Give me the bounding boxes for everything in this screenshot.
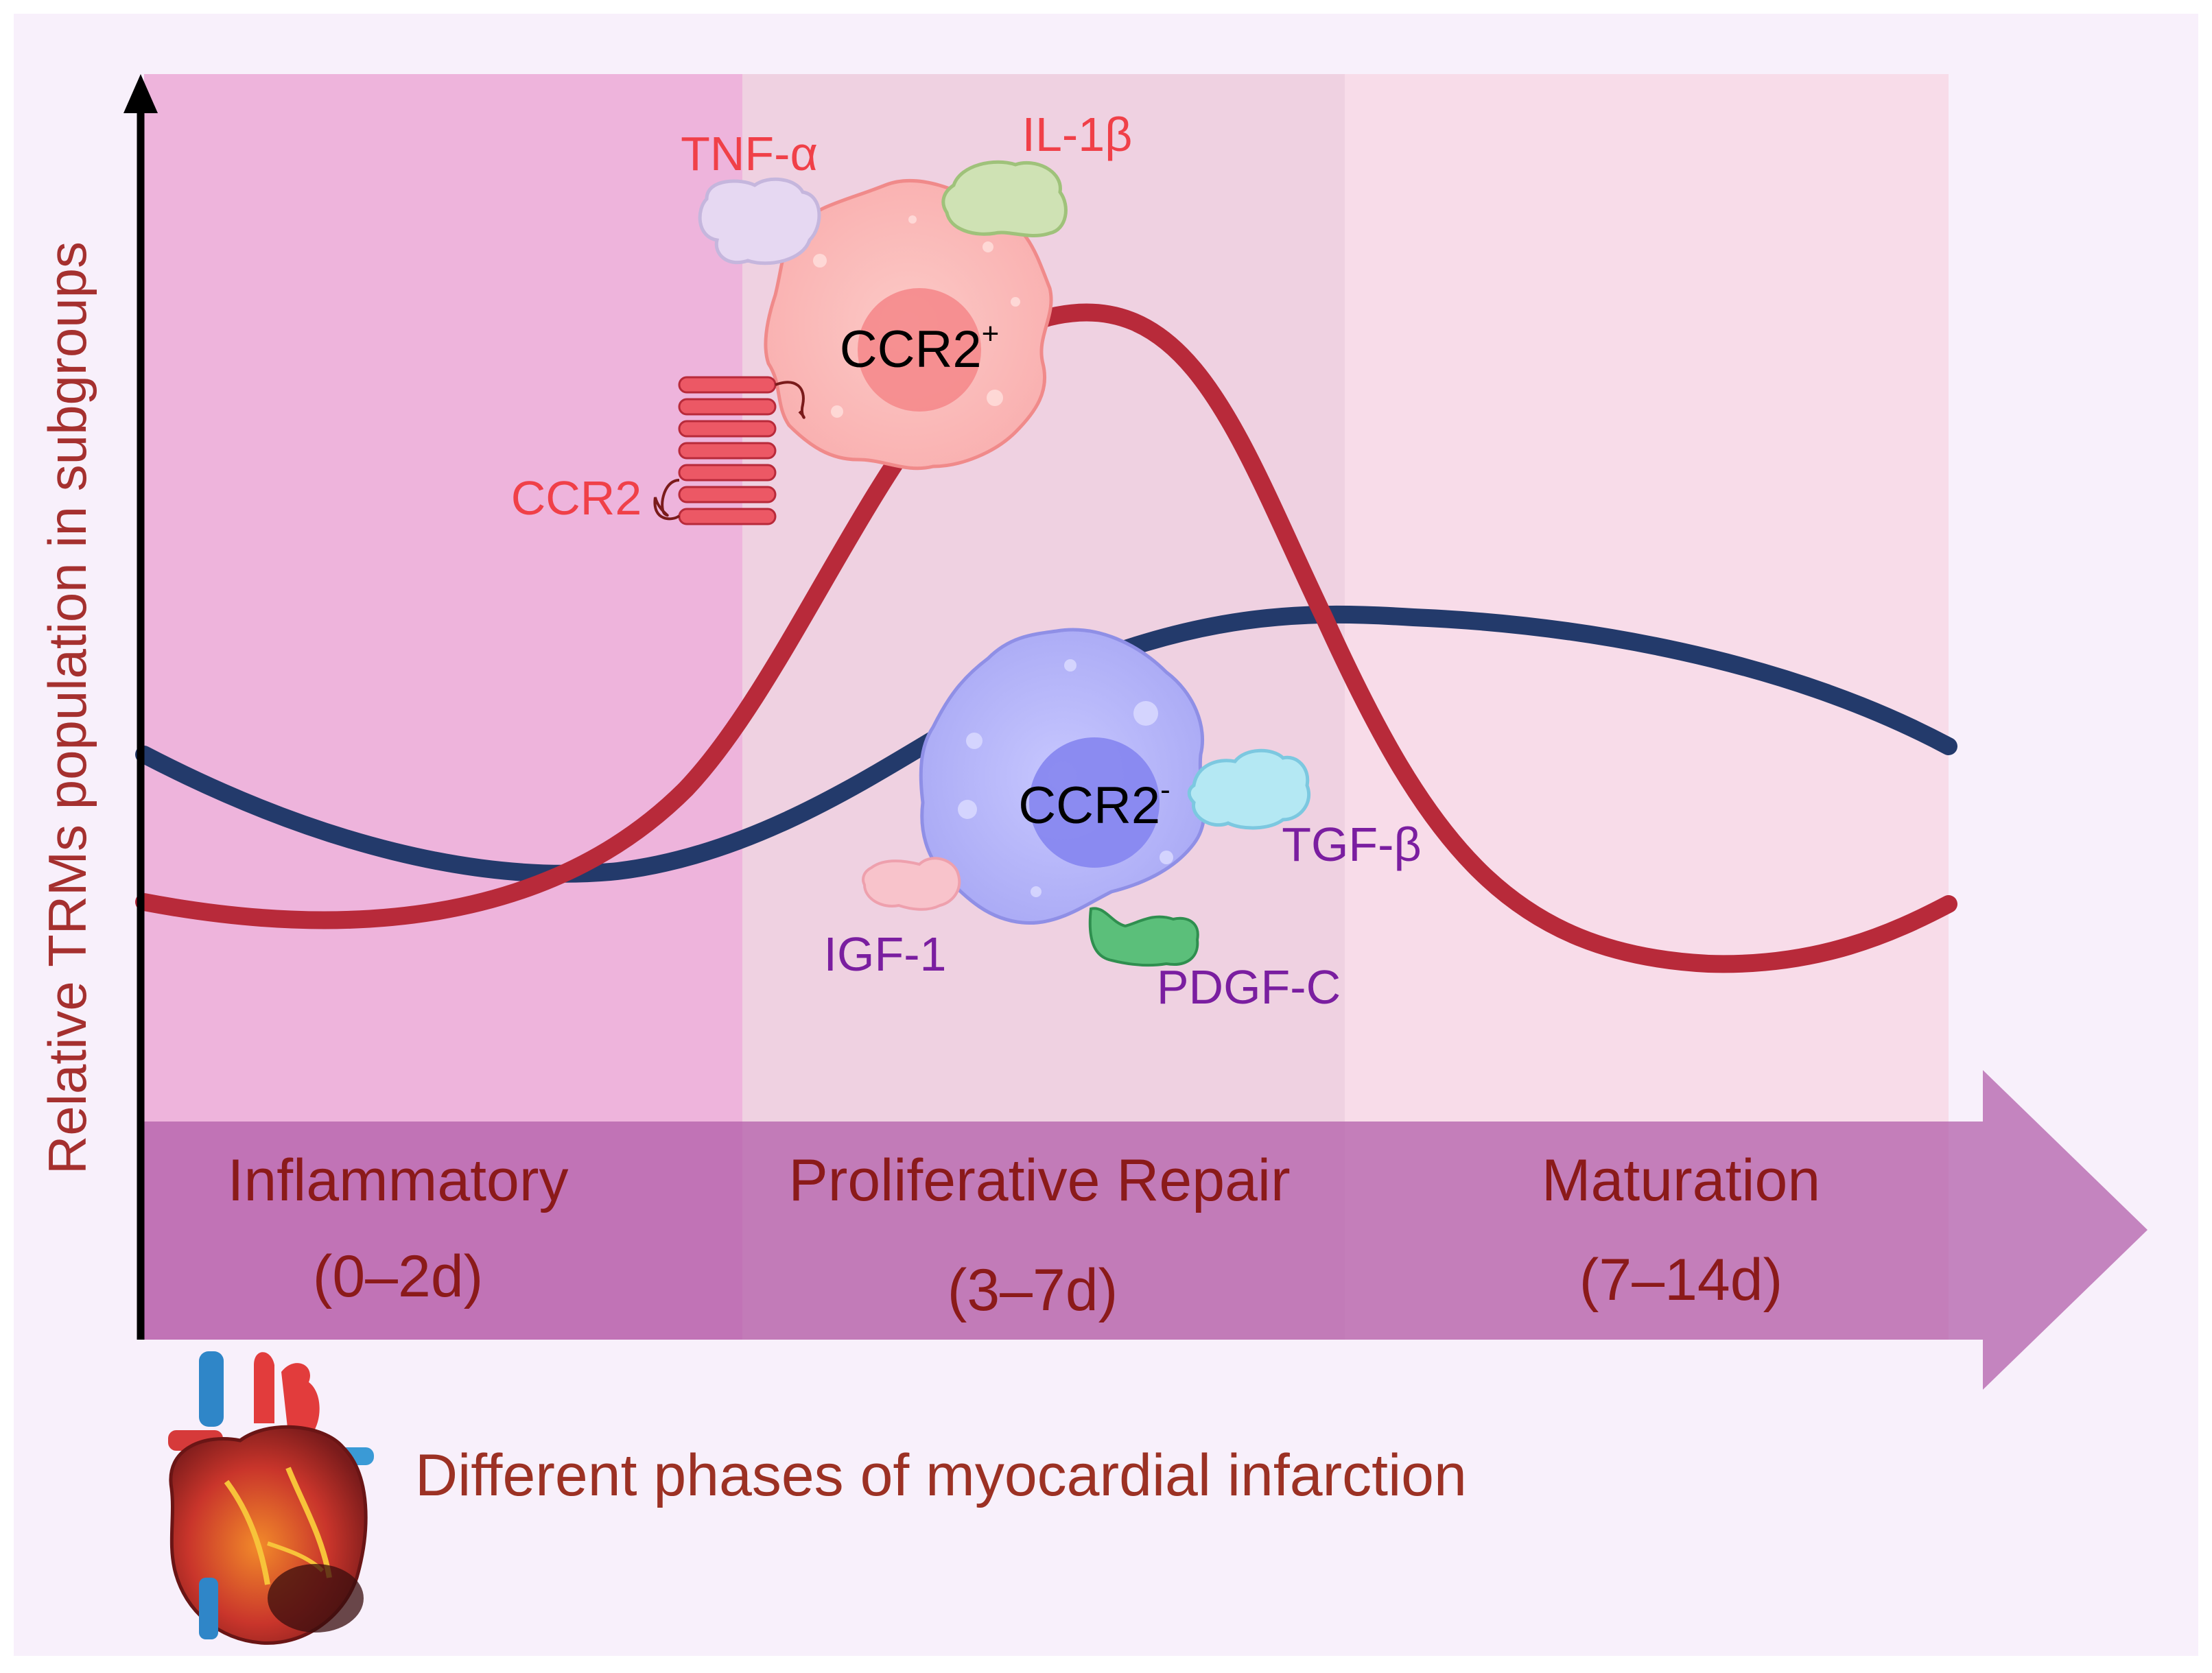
ccr2-positive-curve — [135, 303, 1957, 973]
il-1beta-molecule — [941, 160, 1068, 237]
y-axis-label: Relative TRMs population in subgroups — [37, 241, 97, 1174]
igf-1-molecule — [862, 857, 961, 911]
y-axis — [123, 74, 158, 1340]
il-1beta-label: IL-1β — [1022, 108, 1133, 161]
ccr2-negative-label-text: CCR2 — [1018, 776, 1160, 835]
ccr2-positive-nucleus — [858, 288, 981, 412]
ccr2-receptor-label: CCR2 — [511, 471, 642, 525]
ccr2-negative-label-sup: - — [1160, 773, 1170, 807]
tgf-beta-molecule — [1187, 748, 1311, 830]
pdgf-c-molecule — [1088, 907, 1199, 967]
ccr2-positive-cell: CCR2+ — [764, 178, 1053, 471]
tnf-alpha-molecule — [698, 177, 821, 265]
tnf-alpha-label: TNF-α — [681, 127, 818, 180]
timeline-arrow — [144, 1070, 2148, 1390]
ccr2-receptor — [653, 376, 805, 525]
ccr2-positive-label: CCR2+ — [840, 317, 1000, 379]
tgf-beta-label: TGF-β — [1282, 818, 1422, 871]
phase-name-inflammatory: Inflammatory — [227, 1148, 568, 1213]
phase-range-inflammatory: (0–2d) — [313, 1244, 484, 1309]
heart-icon — [168, 1351, 374, 1645]
phase-range-maturation: (7–14d) — [1579, 1247, 1782, 1313]
phase-name-maturation: Maturation — [1542, 1148, 1820, 1213]
pdgf-c-label: PDGF-C — [1157, 960, 1341, 1014]
ccr2-positive-label-text: CCR2 — [840, 320, 982, 379]
phase-name-proliferative: Proliferative Repair — [788, 1148, 1290, 1213]
ccr2-negative-label: CCR2- — [1018, 773, 1170, 835]
x-axis-label: Different phases of myocardial infarctio… — [415, 1443, 1467, 1508]
ccr2-positive-label-sup: + — [982, 317, 1000, 351]
ccr2-negative-nucleus — [1029, 737, 1160, 868]
phase-range-proliferative: (3–7d) — [948, 1257, 1118, 1323]
igf-1-label: IGF-1 — [824, 927, 947, 981]
ccr2-negative-cell: CCR2- — [919, 628, 1206, 925]
